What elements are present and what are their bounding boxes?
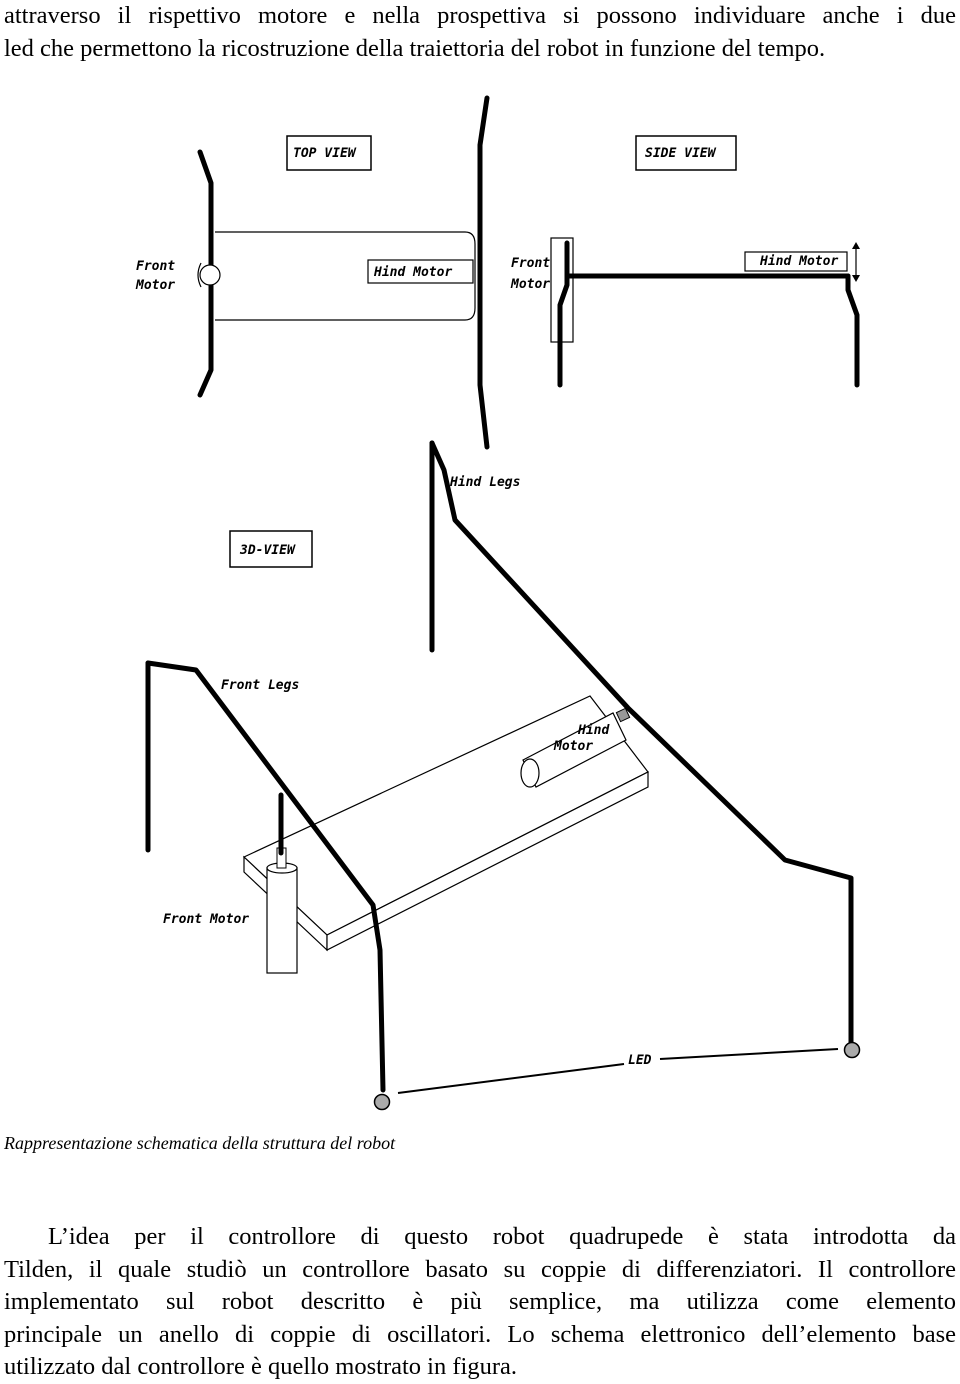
hind-label-3d: Hind [577,723,610,738]
side-view-diagram: SIDE VIEW Hind Motor Front Motor [510,135,860,388]
front-label-top: Front [136,259,175,274]
motor-label-3d: Motor [553,739,593,754]
robot-body-top [215,231,476,321]
side-view-label: SIDE VIEW [645,146,717,161]
three-d-view-box [229,530,313,568]
side-view-box [635,135,737,171]
top-view-box [286,135,372,171]
body-line-4: principale un anello di coppie di oscill… [4,1320,956,1348]
three-d-view-diagram: 3D-VIEW Hind Legs Front Legs Hind Motor … [145,440,861,1111]
hind-legs-label: Hind Legs [449,475,520,490]
front-label-side: Front [511,256,550,271]
intro-line-2: led che permettono la ricostruzione dell… [4,34,826,62]
led-label: LED [628,1053,652,1068]
arrow-head-down [852,275,860,282]
hind-motor-box-top [367,259,474,284]
hind-motor-3d [520,707,631,788]
hind-motor-box-side [744,251,848,272]
front-leg-side [557,240,570,388]
front-motor-top [199,264,221,286]
hind-motor-label-side: Hind Motor [759,254,838,269]
body-paragraph: L’idea per il controllore di questo robo… [4,1221,956,1384]
front-legs-label: Front Legs [221,678,299,693]
led-pointer-left [397,1063,625,1094]
body-line-3: implementato sul robot descritto è più s… [4,1288,956,1315]
three-d-view-label: 3D-VIEW [239,543,296,558]
intro-line-1: attraverso il rispettivo motore e nella … [4,2,956,29]
hind-leg-side [845,273,860,388]
top-view-label: TOP VIEW [293,146,357,161]
led-front [373,1093,391,1111]
hind-leg-right [429,440,854,1048]
body-line-1: L’idea per il controllore di questo robo… [48,1223,956,1250]
body-line-5: utilizzato dal controllore è quello most… [4,1353,517,1380]
hind-leg-pair-top [477,95,490,450]
motor-label-top: Motor [135,278,175,293]
led-hind [843,1041,861,1059]
top-view-diagram: TOP VIEW Front Motor Hind Motor [135,95,490,450]
hind-motor-label-top: Hind Motor [373,265,452,280]
front-motor-3d [266,847,298,974]
figure-caption: Rappresentazione schematica della strutt… [4,1133,396,1153]
front-leg-right [145,660,386,1093]
arrow-head-up [852,242,860,249]
motor-rotation-mark [197,262,202,288]
intro-paragraph: attraverso il rispettivo motore e nella … [4,0,956,65]
body-line-2: Tilden, il quale studiò un controllore b… [4,1255,956,1283]
motor-label-side: Motor [510,277,550,292]
led-pointer-right [659,1048,839,1060]
front-motor-label-3d: Front Motor [163,912,249,927]
